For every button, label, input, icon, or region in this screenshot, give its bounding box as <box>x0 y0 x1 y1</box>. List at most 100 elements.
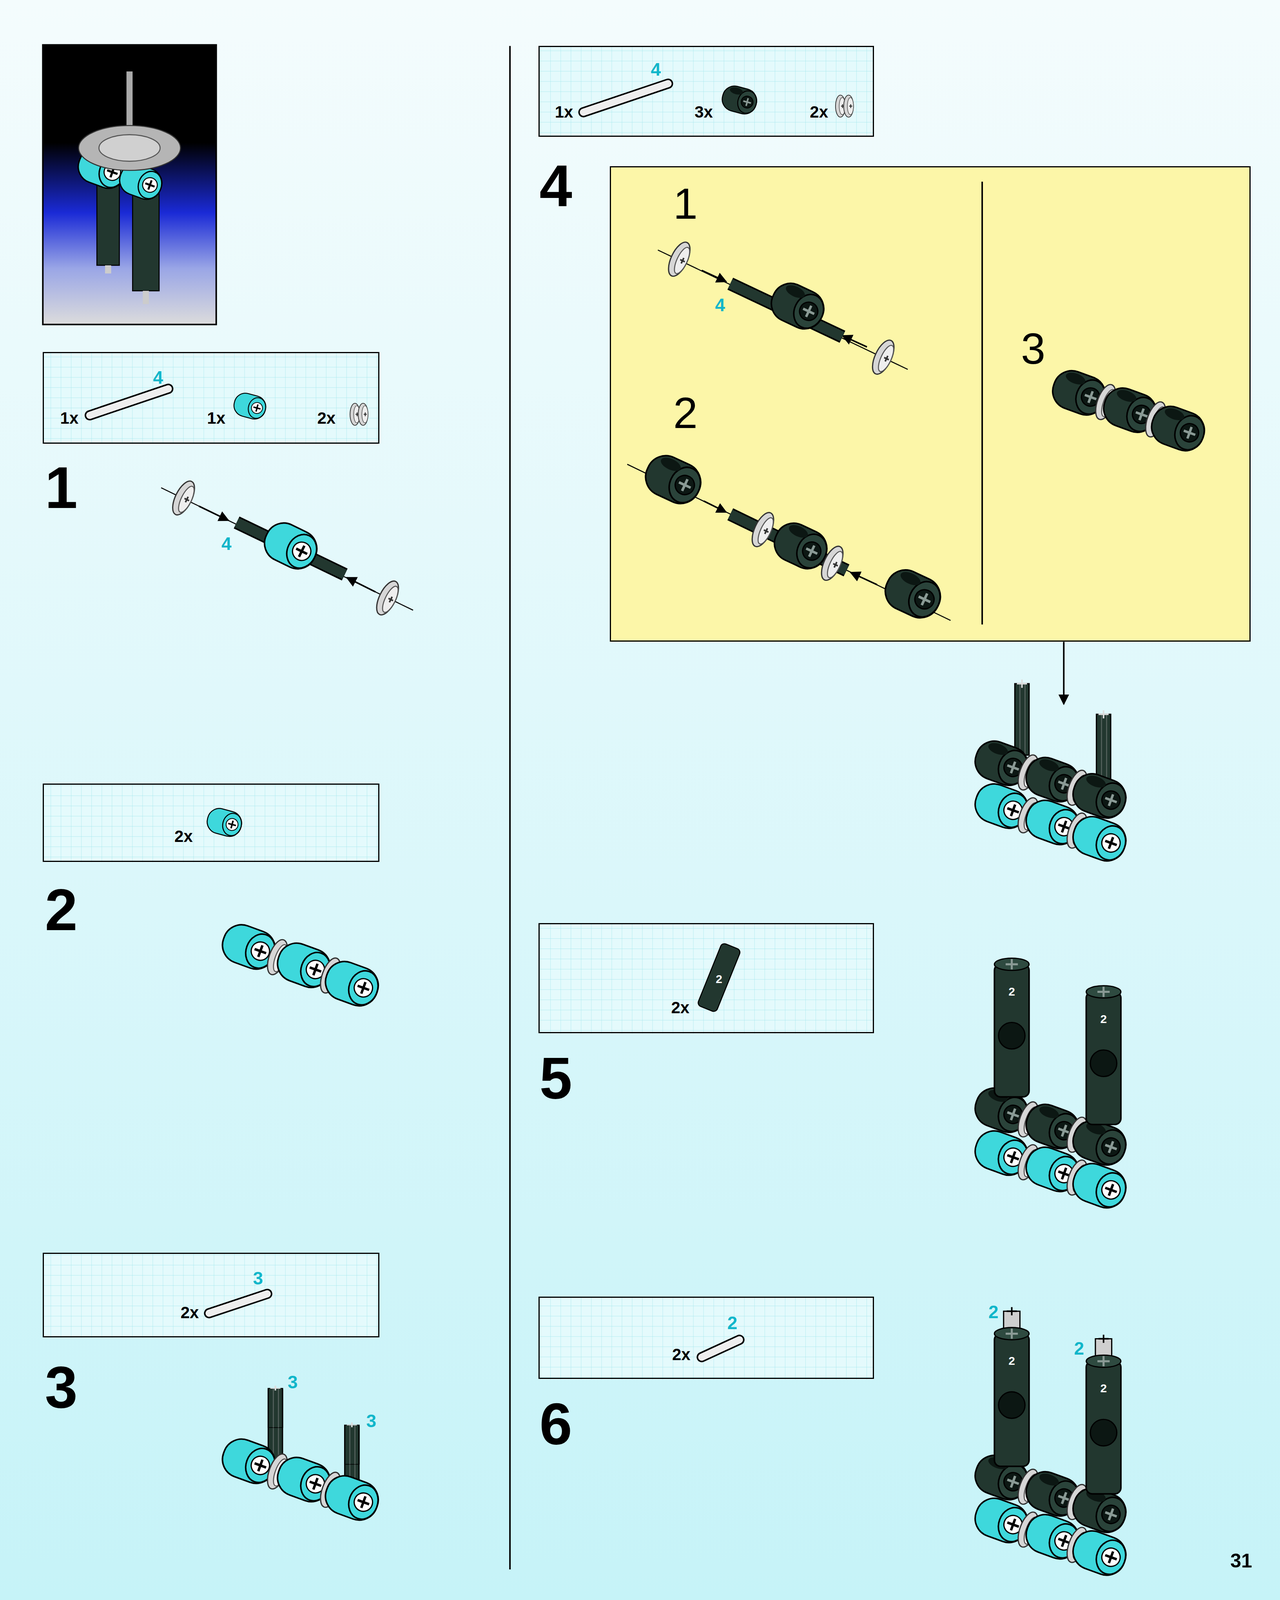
step-number: 4 <box>539 156 573 216</box>
part-count: 1x <box>206 409 226 427</box>
substep-art <box>747 509 778 550</box>
callout-number: 3 <box>366 1411 377 1430</box>
step-1-assembly <box>346 577 376 592</box>
page-number: 31 <box>1230 1550 1253 1571</box>
callout-number: 2 <box>727 1313 738 1332</box>
part-icons <box>208 1293 267 1313</box>
step-5-assembly <box>1086 985 1121 1125</box>
step-1-assembly <box>168 477 199 518</box>
step-3-assembly <box>268 1385 283 1428</box>
step-number: 6 <box>539 1394 573 1454</box>
parts-box: 2 2x <box>538 1296 874 1380</box>
step-5-assembly <box>969 958 1132 1213</box>
part-icons <box>583 83 669 113</box>
substep-art <box>664 239 695 280</box>
part-icons <box>204 805 245 840</box>
part-count: 1x <box>60 409 79 427</box>
substep-art <box>868 337 899 378</box>
part-icons <box>701 1339 740 1357</box>
callout-number: 4 <box>221 534 232 553</box>
part-icons <box>89 83 854 1358</box>
step-1-assembly <box>161 477 414 619</box>
callout-number: 3 <box>253 1269 264 1288</box>
part-count: 2x <box>180 1304 200 1321</box>
parts-box: 41x3x2x <box>538 45 874 137</box>
model-thumbnail <box>98 134 160 162</box>
step-3-assembly <box>217 1385 384 1525</box>
part-count: 2x <box>809 103 829 121</box>
step-1-assembly <box>372 577 403 618</box>
step-4-assembly <box>1067 811 1132 866</box>
part-icons <box>89 388 169 416</box>
substep-art <box>850 572 878 585</box>
column-divider <box>509 45 511 1570</box>
step-number: 5 <box>539 1048 573 1108</box>
substep-art <box>701 270 726 282</box>
substep-art <box>1146 401 1210 456</box>
step-3-assembly <box>344 1422 359 1465</box>
substep-art <box>817 543 848 584</box>
parts-box: 2x <box>42 783 380 862</box>
parts-box-ground <box>538 923 874 1034</box>
parts-box-ground <box>538 1296 874 1380</box>
substep-number: 3 <box>1020 326 1046 371</box>
part-icons <box>719 83 760 117</box>
part-marking: 2 <box>715 973 723 985</box>
step-6-assembly <box>1086 1354 1121 1494</box>
step-1-assembly <box>198 505 229 521</box>
substep-art <box>765 277 830 336</box>
step-number: 1 <box>44 458 78 517</box>
part-count: 2x <box>672 1346 691 1363</box>
step-4-assembly <box>1062 641 1065 704</box>
step-number: 3 <box>44 1357 78 1417</box>
step-2-assembly <box>217 919 384 1011</box>
parts-box-ground <box>42 783 380 862</box>
step-2-assembly <box>320 956 384 1011</box>
substep-art <box>658 250 909 370</box>
part-count: 2x <box>174 828 193 845</box>
part-marking: 2 <box>1008 985 1016 998</box>
part-marking: 2 <box>1100 1382 1107 1395</box>
step-3-assembly <box>320 1470 384 1525</box>
part-count: 1x <box>554 103 574 121</box>
model-thumbnail <box>105 265 112 274</box>
step-5-assembly <box>994 958 1029 1097</box>
part-icons <box>583 83 669 113</box>
step-4-assembly <box>1014 679 1029 756</box>
parts-box: 3 2x <box>42 1252 380 1338</box>
substep-panel-ground <box>609 166 1251 642</box>
step-1-assembly <box>161 487 414 610</box>
substep-number: 2 <box>673 391 698 436</box>
part-icons <box>208 1293 267 1313</box>
substep-art <box>703 500 727 513</box>
model-thumbnail <box>42 45 216 325</box>
step-6-assembly <box>994 1327 1029 1467</box>
model-thumbnail <box>132 193 160 291</box>
parts-box-ground <box>42 351 380 444</box>
substep-art <box>639 449 708 510</box>
parts-box: 4 1x 1x 2x <box>42 351 380 444</box>
model-thumbnail <box>142 290 149 305</box>
callout-number: 4 <box>153 368 164 387</box>
step-1-assembly <box>258 516 323 575</box>
step-4-assembly <box>969 641 1132 866</box>
part-marking: 2 <box>1008 1354 1016 1367</box>
part-count: 2x <box>317 409 336 427</box>
step-6-assembly <box>969 1307 1132 1581</box>
substep-number: 1 <box>673 181 698 226</box>
step-5-assembly <box>1067 1158 1132 1213</box>
model-thumbnail <box>96 183 120 266</box>
part-icons <box>843 95 854 118</box>
callout-number: 3 <box>287 1372 298 1391</box>
step-4-assembly <box>1067 768 1132 824</box>
part-marking: 2 <box>1100 1013 1107 1025</box>
parts-box: 2x <box>538 922 874 1034</box>
step-number: 2 <box>44 880 78 940</box>
part-icons <box>701 1339 740 1357</box>
substep-art <box>981 181 983 625</box>
substep-art <box>842 335 867 347</box>
part-count: 2x <box>670 999 690 1016</box>
